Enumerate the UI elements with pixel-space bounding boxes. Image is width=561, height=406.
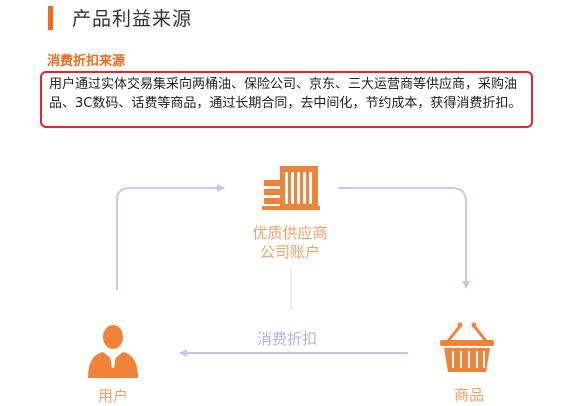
page-title: 产品利益来源: [72, 8, 193, 30]
description-box: 用户通过实体交易集采向两桶油、保险公司、京东、三大运营商等供应商，采购油品、3C…: [40, 71, 533, 128]
discount-flow-label: 消费折扣: [257, 330, 318, 348]
description-text: 用户通过实体交易集采向两桶油、保险公司、京东、三大运营商等供应商，采购油品、3C…: [49, 77, 522, 111]
basket-icon: [440, 322, 494, 372]
arrow-user-to-supplier: [116, 184, 225, 290]
supplier-label: 优质供应商 公司账户: [240, 224, 340, 262]
building-icon: [262, 166, 320, 210]
supplier-account: 公司账户: [259, 243, 320, 261]
user-icon: [88, 325, 138, 378]
section-label: 消费折扣来源: [47, 54, 126, 69]
user-label: 用户: [97, 387, 128, 405]
title-accent-bar: [48, 6, 53, 30]
arrow-supplier-to-product: [338, 187, 470, 289]
product-label: 商品: [453, 386, 484, 404]
supplier-name: 优质供应商: [252, 224, 328, 242]
